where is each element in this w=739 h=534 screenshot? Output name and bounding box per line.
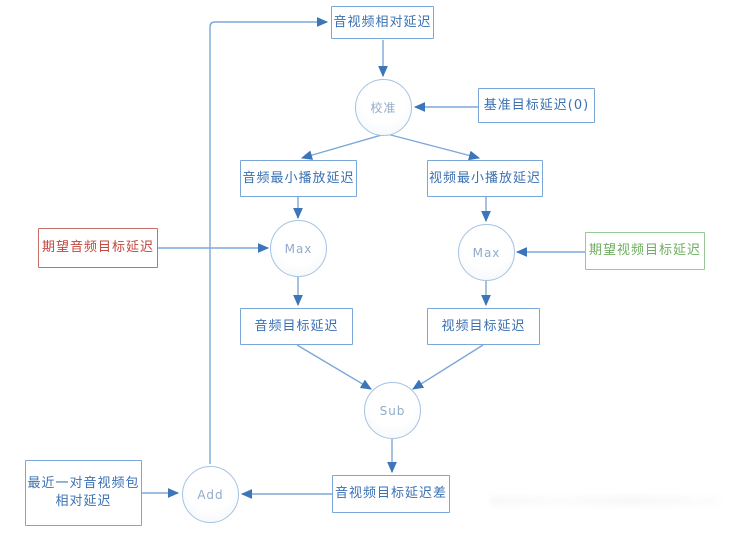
node-video-target-delay: 视频目标延迟 (427, 308, 540, 345)
edge-calibrate-to-audio-min (300, 133, 386, 160)
node-audio-min-playout-delay: 音频最小播放延迟 (240, 160, 357, 197)
node-latest-av-pair-relative-delay: 最近一对音视频包 相对延迟 (25, 460, 142, 526)
node-base-target-delay: 基准目标延迟(0) (478, 88, 595, 123)
node-calibrate-circle: 校准 (355, 79, 412, 136)
node-audio-target-delay: 音频目标延迟 (240, 308, 353, 345)
node-add-circle: Add (182, 466, 239, 523)
edge-video-target-to-sub (412, 344, 484, 390)
node-video-min-playout-delay: 视频最小播放延迟 (427, 160, 543, 197)
scan-artifact (490, 496, 720, 506)
node-expected-video-target-delay: 期望视频目标延迟 (585, 232, 705, 270)
node-sub-circle: Sub (364, 382, 421, 439)
node-expected-audio-target-delay: 期望音频目标延迟 (38, 228, 158, 268)
edge-add-to-av-relative-delay (209, 17, 329, 464)
node-max-audio-circle: Max (270, 220, 327, 277)
node-av-target-delay-diff: 音视频目标延迟差 (332, 475, 450, 513)
edge-calibrate-to-video-min (386, 133, 481, 161)
edge-audio-target-to-sub (296, 344, 372, 390)
node-av-relative-delay: 音视频相对延迟 (331, 6, 434, 39)
node-max-video-circle: Max (458, 224, 515, 281)
